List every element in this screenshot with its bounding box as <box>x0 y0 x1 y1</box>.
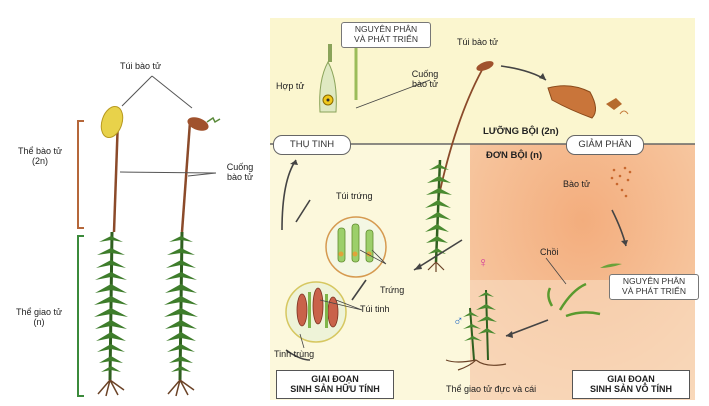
sperm-label: Tinh trùng <box>274 349 315 359</box>
asexual-stage-box: GIAI ĐOẠN SINH SẢN VÔ TÍNH <box>572 370 690 399</box>
gametophyte-bracket <box>77 235 84 397</box>
zygote-archegonium <box>319 44 337 113</box>
bud-label: Chồi <box>540 247 559 257</box>
egg-label: Trứng <box>380 285 405 295</box>
left-gametophyte-2 <box>164 231 198 397</box>
cycle-stalk-label: Cuống bào tử <box>411 69 439 89</box>
fertilization-box: THỤ TINH <box>273 135 351 155</box>
meiosis-box: GIẢM PHÂN <box>566 135 644 155</box>
spore-dots <box>610 166 632 198</box>
mitosis-top-box: NGUYÊN PHÂN VÀ PHÁT TRIỂN <box>341 22 431 48</box>
left-gametophyte-label: Thể giao tử (n) <box>15 307 63 327</box>
left-stalk-label: Cuống bào tử <box>226 162 254 182</box>
opening-capsule <box>547 85 629 119</box>
cycle-sporangium-label: Túi bào tử <box>457 37 499 47</box>
left-sporophyte-label: Thể bào tử (2n) <box>17 146 63 166</box>
archegonium-label: Túi trứng <box>336 191 373 201</box>
diploid-label: LƯỠNG BỘI (2n) <box>483 126 559 137</box>
cycle-gametophyte-main <box>425 159 452 272</box>
male-symbol: ♂ <box>453 312 464 328</box>
haploid-label: ĐƠN BỘI (n) <box>486 150 543 161</box>
sexual-stage-box: GIAI ĐOẠN SINH SẢN HỮU TÍNH <box>276 370 394 399</box>
mitosis-right-box: NGUYÊN PHÂN VÀ PHÁT TRIỂN <box>609 274 699 300</box>
sporophyte-bracket <box>77 120 84 229</box>
left-sporangium-label: Túi bào tử <box>120 61 162 71</box>
antheridium-label: Túi tinh <box>360 304 390 314</box>
diploid-region <box>270 18 695 144</box>
left-gametophyte-1 <box>94 231 128 397</box>
male-female-gametophytes <box>445 289 507 371</box>
zygote-label: Hợp tử <box>276 81 305 91</box>
female-symbol: ♀ <box>478 254 489 270</box>
gametophytes-label: Thể giao tử đực và cái <box>446 384 537 394</box>
spore-label: Bào tử <box>563 179 591 189</box>
